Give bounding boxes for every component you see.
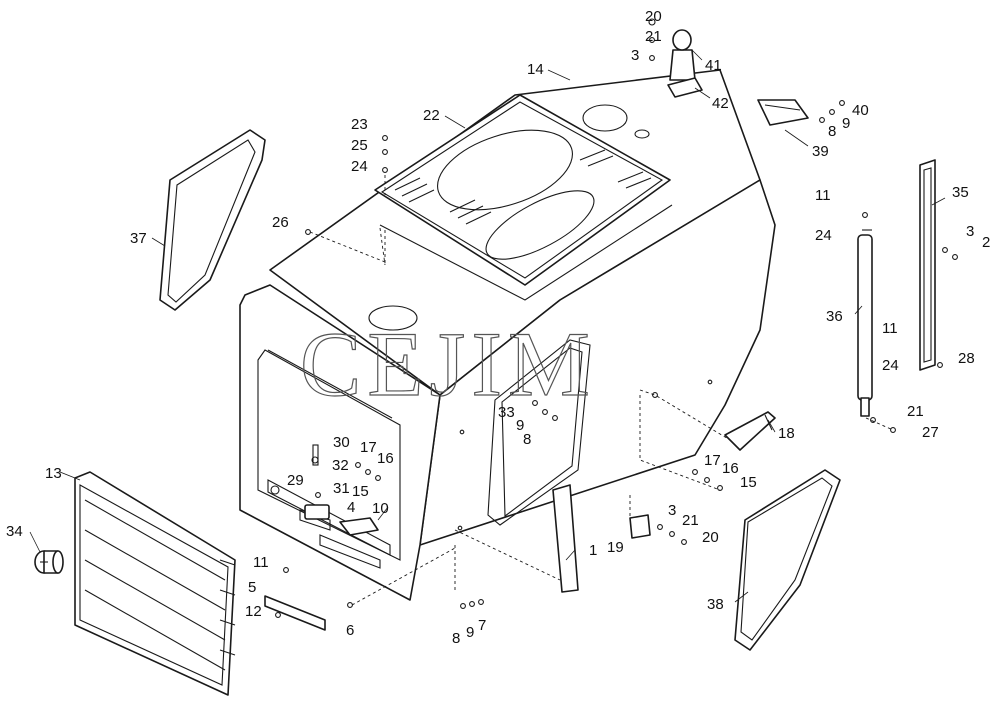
callout-label: 22 — [423, 107, 440, 124]
callout-label: 13 — [45, 465, 62, 482]
callout-label: 24 — [815, 227, 832, 244]
top-beacon — [667, 29, 703, 98]
callout-label: 14 — [527, 61, 544, 78]
callout-label: 11 — [815, 187, 831, 204]
callout-label: 17 — [360, 439, 377, 456]
callout-label: 41 — [705, 57, 722, 74]
callout-label: 7 — [478, 617, 486, 634]
callout-label: 8 — [523, 431, 531, 448]
callout-label: 3 — [631, 47, 639, 64]
callout-label: 16 — [377, 450, 394, 467]
callout-label: 18 — [778, 425, 795, 442]
callout-label: 31 — [333, 480, 350, 497]
callout-label: 25 — [351, 137, 368, 154]
callout-label: 3 — [966, 223, 974, 240]
roof-hatch-panel — [374, 94, 673, 301]
callout-labels: 20 21 3 41 42 14 40 9 8 39 22 23 25 24 2… — [6, 8, 990, 647]
leader-lines — [29, 49, 946, 603]
callout-label: 39 — [812, 143, 829, 160]
callout-label: 17 — [704, 452, 721, 469]
callout-label: 30 — [333, 434, 350, 451]
callout-label: 35 — [952, 184, 969, 201]
callout-label: 20 — [702, 529, 719, 546]
callout-label: 28 — [958, 350, 975, 367]
assembly-lines — [309, 175, 894, 606]
callout-label: 37 — [130, 230, 147, 247]
watermark-text: CEJIM — [300, 313, 596, 415]
callout-label: 24 — [351, 158, 368, 175]
callout-label: 11 — [253, 554, 269, 571]
callout-label: 33 — [498, 404, 515, 421]
callout-label: 26 — [272, 214, 289, 231]
callout-label: 5 — [248, 579, 256, 596]
vertical-handrail — [919, 159, 936, 371]
callout-label: 1 — [589, 542, 597, 559]
left-screen-panel — [159, 129, 266, 311]
callout-label: 12 — [245, 603, 262, 620]
callout-label: 9 — [466, 624, 474, 641]
right-screen-panel — [734, 469, 841, 651]
callout-label: 6 — [346, 622, 354, 639]
lock-cylinder — [34, 550, 64, 574]
callout-label: 24 — [882, 357, 899, 374]
callout-label: 34 — [6, 523, 23, 540]
callout-label: 40 — [852, 102, 869, 119]
gas-strut — [857, 229, 873, 417]
callout-label: 3 — [668, 502, 676, 519]
callout-label: 2 — [982, 234, 990, 251]
link-bar — [264, 595, 326, 631]
fasteners — [270, 18, 958, 618]
callout-label: 15 — [740, 474, 757, 491]
callout-label: 9 — [516, 417, 524, 434]
door-handle — [724, 411, 776, 451]
callout-label: 11 — [882, 320, 898, 337]
callout-label: 21 — [907, 403, 924, 420]
lower-hinge — [629, 514, 651, 539]
callout-label: 23 — [351, 116, 368, 133]
callout-label: 15 — [352, 483, 369, 500]
callout-label: 21 — [645, 28, 662, 45]
callout-label: 20 — [645, 8, 662, 25]
callout-label: 38 — [707, 596, 724, 613]
callout-label: 42 — [712, 95, 729, 112]
callout-label: 8 — [452, 630, 460, 647]
cab-body — [239, 69, 776, 601]
callout-label: 9 — [842, 115, 850, 132]
callout-label: 21 — [682, 512, 699, 529]
side-handrail — [552, 484, 579, 593]
callout-label: 10 — [372, 500, 389, 517]
callout-label: 4 — [347, 499, 355, 516]
callout-label: 36 — [826, 308, 843, 325]
callout-label: 29 — [287, 472, 304, 489]
callout-label: 32 — [332, 457, 349, 474]
callout-label: 19 — [607, 539, 624, 556]
callout-label: 8 — [828, 123, 836, 140]
hinge-bracket — [757, 99, 809, 126]
callout-label: 27 — [922, 424, 939, 441]
callout-label: 16 — [722, 460, 739, 477]
front-grille — [74, 471, 236, 696]
